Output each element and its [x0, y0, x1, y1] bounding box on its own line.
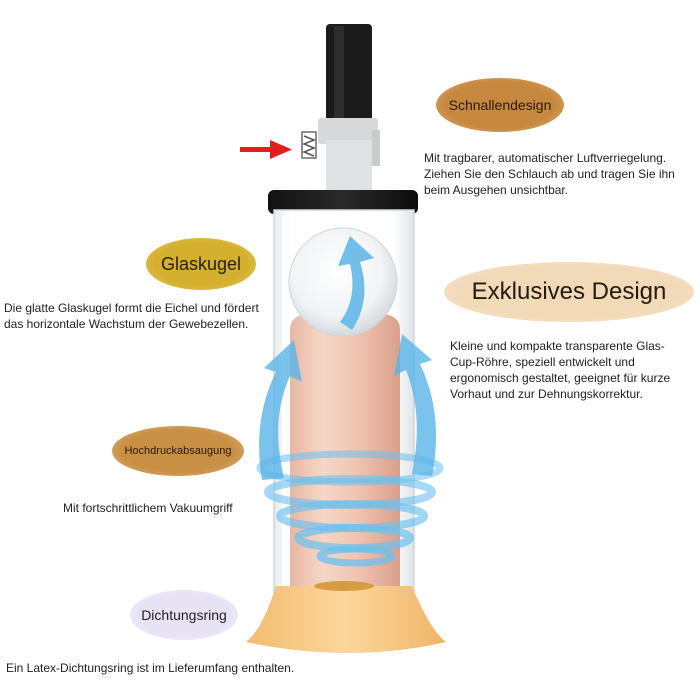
hose	[326, 24, 372, 126]
badge-dichtungsring: Dichtungsring	[130, 590, 238, 640]
badge-hochdruckabsaugung-label: Hochdruckabsaugung	[124, 445, 232, 457]
badge-exklusives-design: Exklusives Design	[444, 262, 694, 322]
badge-exklusives-design-label: Exklusives Design	[471, 278, 667, 305]
pointer-arrow-icon	[240, 140, 292, 159]
badge-schnallendesign: Schnallendesign	[436, 78, 564, 132]
airflow-up-arrow-icon	[338, 236, 374, 330]
airflow-right-arrow-icon	[394, 334, 436, 476]
spring-clip-icon	[301, 131, 317, 159]
description-hochdruckabsaugung: Mit fortschrittlichem Vakuumgriff	[63, 501, 233, 515]
description-exklusives-design: Kleine und kompakte transparente Glas-Cu…	[450, 339, 671, 401]
description-schnallendesign: Mit tragbarer, automatischer Luftverrieg…	[424, 151, 675, 197]
badge-glaskugel-label: Glaskugel	[160, 253, 242, 274]
badge-schnallendesign-label: Schnallendesign	[448, 97, 552, 113]
airflow-swirl	[256, 450, 444, 567]
tube-cap	[268, 190, 418, 214]
airflow-left-arrow-icon	[259, 340, 302, 480]
description-dichtungsring: Ein Latex-Dichtungsring ist im Lieferumf…	[6, 661, 295, 675]
badge-glaskugel: Glaskugel	[146, 238, 256, 290]
sealing-ring	[246, 586, 446, 653]
badge-hochdruckabsaugung: Hochdruckabsaugung	[112, 426, 244, 476]
description-glaskugel: Die glatte Glaskugel formt die Eichel un…	[4, 301, 259, 331]
badge-dichtungsring-label: Dichtungsring	[141, 607, 227, 623]
valve-connector	[318, 118, 378, 144]
